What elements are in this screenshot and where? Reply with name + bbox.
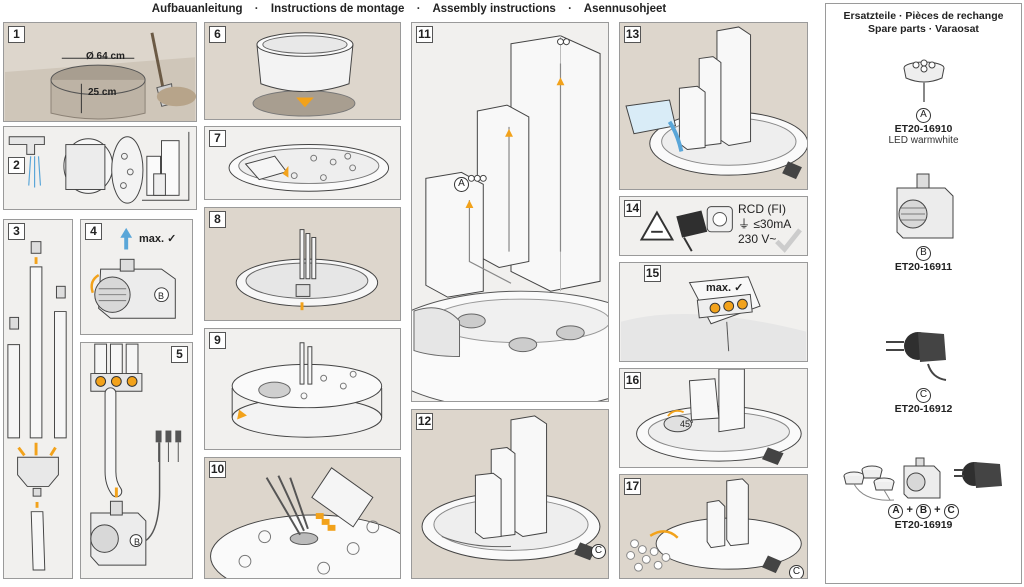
- part-code: ET20-16919: [894, 519, 953, 531]
- step-number: 17: [624, 478, 641, 495]
- part-letter: C: [826, 384, 1021, 403]
- check-icon: ✓: [167, 233, 177, 245]
- transformer-part-letter: C: [591, 540, 606, 559]
- step-number: 5: [171, 346, 188, 363]
- title-separator: ·: [568, 3, 572, 15]
- spare-part-full-set: A + B + C ET20-16919: [826, 454, 1021, 531]
- angle-label: 45°: [680, 419, 694, 429]
- step-15-panel: 15 max. ✓: [619, 262, 808, 362]
- title-separator: ·: [254, 3, 259, 15]
- step-1-panel: 1 Ø 64 cm 25 cm: [3, 22, 197, 122]
- part-code: ET20-16911: [894, 261, 953, 273]
- transformer-plug-icon: [885, 332, 946, 381]
- step-number: 7: [209, 130, 226, 147]
- spotlight-angle-illustration: [636, 369, 802, 466]
- led-part-letter: A: [454, 173, 469, 192]
- insert-basin-illustration: [252, 32, 356, 117]
- pump-part-letter: B: [158, 291, 165, 301]
- step-number: 11: [416, 26, 433, 43]
- rcd-label: RCD (FI): [738, 202, 786, 216]
- step-16-panel: 16 45°: [619, 368, 808, 468]
- step-number: 8: [209, 211, 226, 228]
- step-8-panel: 8: [204, 207, 401, 321]
- step-13-panel: 13: [619, 22, 808, 190]
- step-number: 3: [8, 223, 25, 240]
- pump-icon: [896, 173, 953, 239]
- max-flow-label: max. ✓: [706, 282, 744, 294]
- instructions-title-bar: Aufbauanleitung · Instructions de montag…: [0, 3, 818, 21]
- combo-letters: A + B + C: [826, 504, 1021, 519]
- title-de: Aufbauanleitung: [151, 3, 243, 15]
- step-number: 14: [624, 200, 641, 217]
- part-code: ET20-16912: [894, 403, 953, 415]
- step-14-panel: 14 RCD (FI) ⏚ ≤30mA 230 V~: [619, 196, 808, 256]
- full-set-icon: [843, 457, 1002, 501]
- title-en: Assembly instructions: [432, 3, 556, 15]
- step-5-panel: 5 B: [80, 342, 193, 579]
- check-icon: ✓: [734, 282, 744, 294]
- spare-parts-title: Ersatzteile · Pièces de rechange Spare p…: [843, 10, 1004, 35]
- place-cover-illustration: [228, 144, 390, 192]
- max-flow-label: max. ✓: [139, 233, 177, 245]
- assembled-fountain-illustration: [421, 415, 601, 561]
- spare-part-pump: B ET20-16911: [826, 172, 1021, 273]
- spare-parts-panel: Ersatzteile · Pièces de rechange Spare p…: [825, 3, 1022, 584]
- voltage-label: 230 V~: [738, 232, 777, 246]
- step-12-panel: 12 C: [411, 409, 609, 579]
- step-number: 2: [8, 157, 25, 174]
- step-3-panel: 3: [3, 219, 73, 579]
- part-letter: A: [826, 104, 1021, 123]
- hole-depth-label: 25 cm: [88, 87, 117, 98]
- step-number: 16: [624, 372, 641, 389]
- rcd-current-label: ⏚ ≤30mA: [738, 217, 792, 231]
- place-pump-illustration: [235, 229, 379, 311]
- adjust-flow-illustration: [620, 276, 807, 361]
- title-fr: Instructions de montage: [270, 3, 405, 15]
- step-7-panel: 7: [204, 126, 401, 200]
- part-letter: B: [826, 242, 1021, 261]
- step-number: 12: [416, 413, 433, 430]
- pump-part-letter: B: [134, 537, 141, 547]
- thread-cables-illustration: [210, 467, 400, 578]
- title-separator: ·: [416, 3, 421, 15]
- step-number: 13: [624, 26, 641, 43]
- hole-diameter-label: Ø 64 cm: [86, 51, 125, 62]
- hose-connection-illustration: [7, 241, 67, 571]
- step-10-panel: 10: [204, 457, 401, 579]
- pump-assembly-illustration: [90, 343, 182, 566]
- clean-parts-illustration: [8, 131, 190, 204]
- step-11-panel: 11 A: [411, 22, 609, 402]
- fill-water-illustration: [625, 26, 807, 180]
- dig-hole-illustration: [4, 32, 196, 121]
- decorate-pebbles-illustration: [626, 478, 802, 574]
- led-cluster-icon: [903, 59, 944, 102]
- step-number: 1: [8, 26, 25, 43]
- step-2-panel: 2: [3, 126, 197, 210]
- step-number: 10: [209, 461, 226, 478]
- step-number: 15: [644, 265, 661, 282]
- step-4-panel: 4 max. ✓ B: [80, 219, 193, 335]
- part-description: LED warmwhite: [888, 135, 959, 146]
- mount-blocks-illustration: [412, 35, 608, 401]
- spare-part-transformer: C ET20-16912: [826, 324, 1021, 415]
- step-number: 4: [85, 223, 102, 240]
- step-number: 6: [209, 26, 226, 43]
- step-9-panel: 9: [204, 328, 401, 450]
- step-number: 9: [209, 332, 226, 349]
- step-6-panel: 6: [204, 22, 401, 120]
- spare-part-led: A ET20-16910 LED warmwhite: [826, 54, 1021, 146]
- rcd-socket-illustration: [639, 206, 802, 253]
- transformer-part-letter: C: [789, 561, 804, 578]
- insert-tray-illustration: [231, 342, 383, 438]
- pump-flow-setting-illustration: [90, 227, 176, 319]
- part-code: ET20-16910: [894, 123, 953, 135]
- step-17-panel: 17 C: [619, 474, 808, 579]
- title-fi: Asennusohjeet: [583, 3, 667, 15]
